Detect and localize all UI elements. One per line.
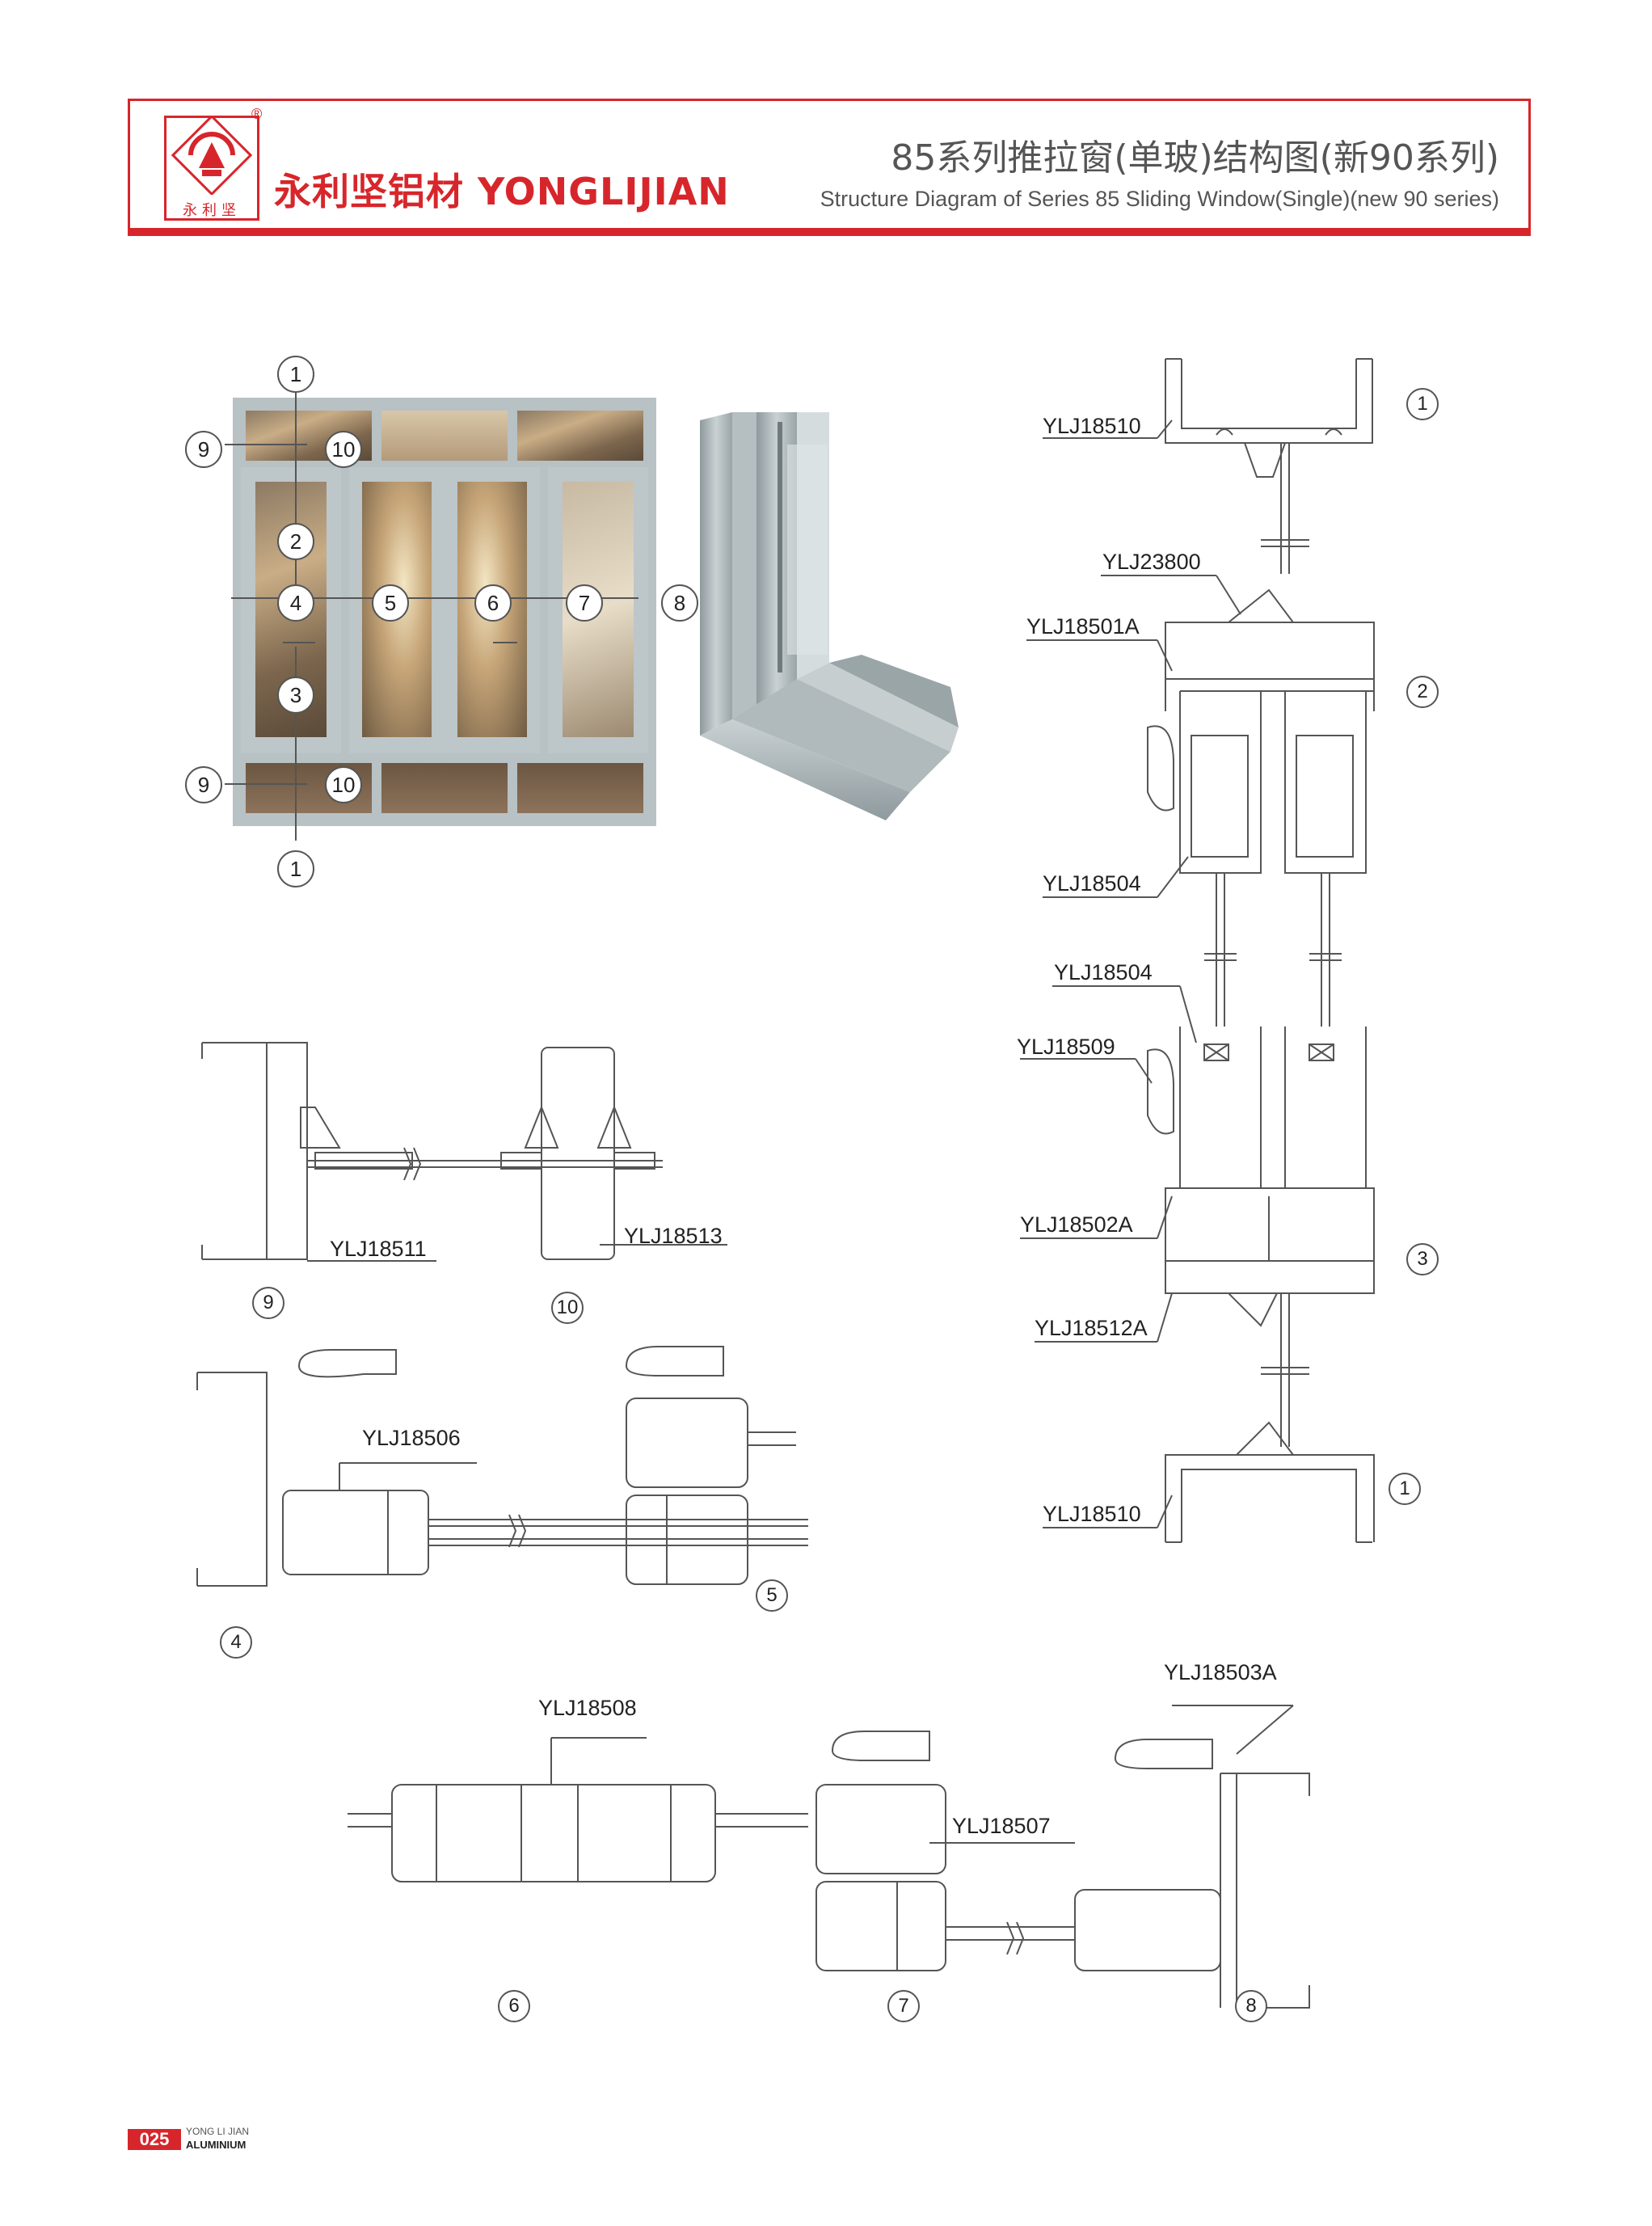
registered-mark: ® — [251, 106, 263, 122]
code-ylj18507: YLJ18507 — [952, 1814, 1051, 1838]
section-number-7: 7 — [887, 1990, 920, 2022]
page-title-cn: 85系列推拉窗(单玻)结构图(新90系列) — [891, 137, 1499, 179]
page-header: 永利坚 ® 永利坚铝材 YONGLIJIAN 85系列推拉窗(单玻)结构图(新9… — [128, 99, 1531, 236]
code-ylj18509: YLJ18509 — [1017, 1035, 1115, 1059]
section-number-8: 8 — [1235, 1990, 1267, 2022]
code-ylj18513: YLJ18513 — [624, 1224, 723, 1248]
callout-7: 7 — [566, 584, 603, 622]
section-number-6: 6 — [498, 1990, 530, 2022]
profile-corner-image — [700, 412, 959, 820]
callout-1-top: 1 — [277, 356, 314, 393]
code-ylj18504-a: YLJ18504 — [1043, 871, 1141, 896]
section-number-2: 2 — [1406, 676, 1439, 708]
code-ylj23800: YLJ23800 — [1102, 550, 1201, 574]
code-ylj18512a: YLJ18512A — [1035, 1316, 1148, 1340]
transom-pane — [381, 411, 508, 461]
section-number-9: 9 — [252, 1287, 284, 1319]
code-ylj18501a: YLJ18501A — [1026, 614, 1140, 639]
section-number-1-bottom: 1 — [1389, 1473, 1421, 1505]
callout-9-bottom: 9 — [185, 766, 222, 803]
callout-5: 5 — [372, 584, 409, 622]
callout-10-bottom: 10 — [325, 766, 362, 803]
code-ylj18510-top: YLJ18510 — [1043, 414, 1141, 438]
footer-brand-line2: ALUMINIUM — [186, 2139, 247, 2151]
transom-pane — [517, 411, 643, 461]
callout-4: 4 — [277, 584, 314, 622]
section-number-1-top: 1 — [1406, 388, 1439, 420]
callout-3: 3 — [277, 677, 314, 714]
sash-center-right — [445, 467, 540, 753]
code-ylj18506: YLJ18506 — [362, 1426, 461, 1450]
callout-6: 6 — [474, 584, 512, 622]
code-ylj18502a: YLJ18502A — [1020, 1212, 1133, 1237]
section-number-10: 10 — [551, 1292, 584, 1324]
code-ylj18503a: YLJ18503A — [1164, 1660, 1277, 1684]
footer-brand-line1: YONG LI JIAN — [186, 2126, 250, 2137]
section-number-3: 3 — [1406, 1243, 1439, 1275]
section-number-5: 5 — [756, 1579, 788, 1612]
callout-1-bottom: 1 — [277, 850, 314, 887]
window-overview-image — [233, 398, 656, 826]
code-ylj18508: YLJ18508 — [538, 1696, 637, 1720]
logo-emblem-icon — [171, 114, 253, 196]
callout-2: 2 — [277, 523, 314, 560]
code-ylj18510-bottom: YLJ18510 — [1043, 1502, 1141, 1526]
page-number: 025 — [128, 2129, 181, 2150]
brand-logo: 永利坚 — [164, 114, 259, 221]
brand-name: 永利坚铝材 YONGLIJIAN — [274, 170, 730, 213]
bottom-panel — [517, 763, 643, 813]
callout-10-top: 10 — [325, 431, 362, 468]
logo-subtext: 永利坚 — [183, 202, 241, 218]
code-ylj18504-b: YLJ18504 — [1054, 960, 1153, 984]
section-number-4: 4 — [220, 1626, 252, 1659]
callout-8: 8 — [661, 584, 698, 622]
callout-9-top: 9 — [185, 431, 222, 468]
bottom-panel — [381, 763, 508, 813]
code-ylj18511: YLJ18511 — [330, 1237, 427, 1261]
page-title-en: Structure Diagram of Series 85 Sliding W… — [820, 187, 1499, 211]
